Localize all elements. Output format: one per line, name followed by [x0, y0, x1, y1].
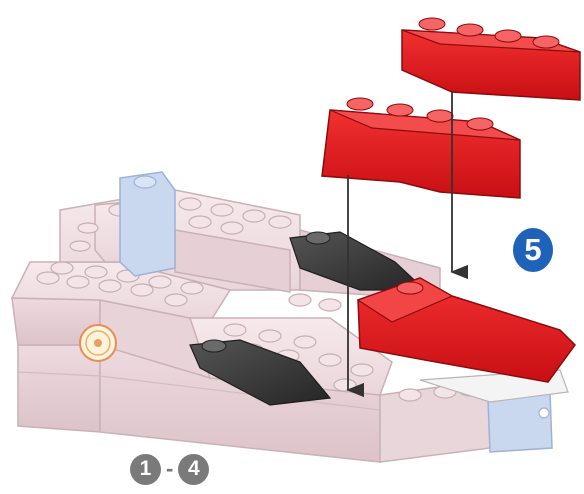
red-brick-floating-back — [402, 18, 580, 100]
range-start: 1 — [130, 454, 161, 485]
range-end: 4 — [178, 454, 209, 485]
round-tile-decoration — [80, 325, 116, 361]
step-number-badge: 5 — [513, 228, 553, 272]
range-separator: - — [166, 456, 173, 482]
substep-range: 1 - 4 — [130, 452, 209, 486]
red-brick-floating-front — [322, 98, 520, 198]
